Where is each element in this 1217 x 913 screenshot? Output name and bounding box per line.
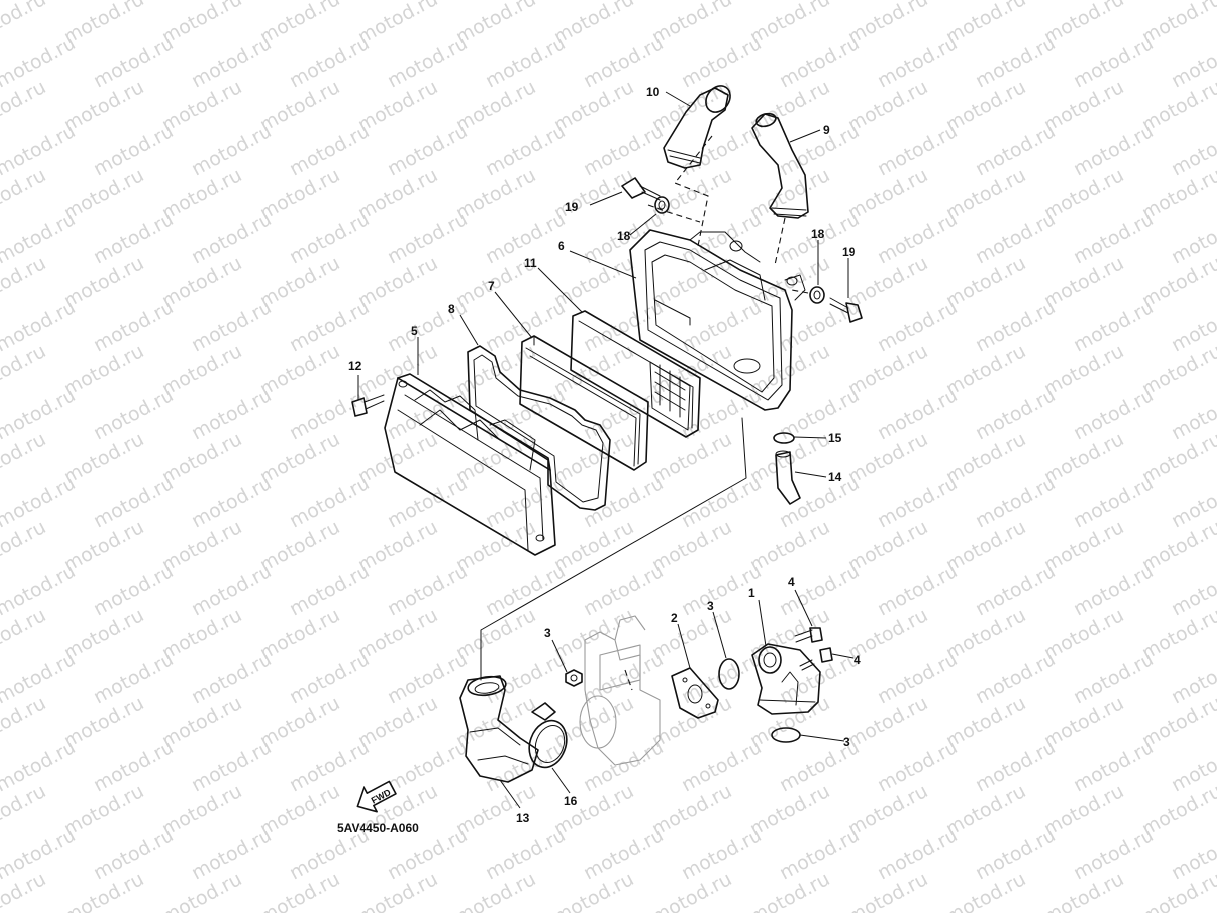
- part-11-breather-hose: [751, 112, 809, 219]
- callout-15: 14: [828, 470, 842, 484]
- watermark-text: motod.ru: [0, 0, 49, 48]
- callout-4-lower: 4: [854, 653, 861, 667]
- callout-11: 9: [823, 123, 830, 137]
- callout-2: 2: [671, 611, 678, 625]
- parts-drawing: [351, 85, 863, 813]
- callout-5: 3: [544, 626, 551, 640]
- carburetor-ghost: [579, 615, 661, 766]
- part-9-joint: [459, 675, 539, 783]
- callout-19-left: 19: [565, 200, 579, 214]
- callout-18-right: 18: [811, 227, 825, 241]
- part-10-gasket: [467, 345, 611, 511]
- part-1-intake-manifold: [751, 643, 821, 715]
- callout-1: 1: [748, 586, 755, 600]
- callout-16: 15: [828, 431, 842, 445]
- callout-9: 13: [516, 811, 530, 825]
- diagram-code: 5AV4450-A060: [337, 821, 419, 835]
- callout-19-right: 19: [842, 245, 856, 259]
- callout-13: 11: [524, 256, 537, 270]
- callout-17: 16: [564, 794, 578, 808]
- part-13-seal: [570, 310, 701, 438]
- callout-18-left: 18: [617, 229, 631, 243]
- callout-8: 5: [411, 324, 418, 338]
- part-18-collar-left: [654, 196, 670, 214]
- part-3-o-ring-upper: [718, 658, 740, 690]
- part-15-drain-pipe: [775, 450, 801, 505]
- leader-lines: [357, 91, 854, 809]
- callout-3-upper: 3: [707, 599, 714, 613]
- part-14-bolt: [351, 394, 385, 417]
- assembly-lines: [480, 135, 809, 691]
- callout-6: 6: [558, 239, 565, 253]
- part-6-case-body: [629, 229, 806, 411]
- callout-14: 12: [348, 359, 362, 373]
- part-16-clip: [773, 432, 795, 444]
- callout-10: 8: [448, 302, 455, 316]
- part-17-clamp: [528, 702, 568, 769]
- part-12-breather-hose: [663, 85, 731, 169]
- part-5-nut: [565, 669, 583, 687]
- callout-7: 7: [488, 279, 495, 293]
- callout-4-upper: 4: [788, 575, 795, 589]
- callout-3-lower: 3: [843, 735, 850, 749]
- part-4-bolt-lower: [799, 647, 833, 671]
- callout-12: 10: [646, 85, 660, 99]
- fwd-arrow-icon: [356, 780, 397, 813]
- part-4-bolt-upper: [794, 627, 823, 643]
- part-7-filter-element: [519, 335, 649, 471]
- part-19-bolt-right: [829, 297, 863, 323]
- part-18-collar-right: [809, 286, 825, 304]
